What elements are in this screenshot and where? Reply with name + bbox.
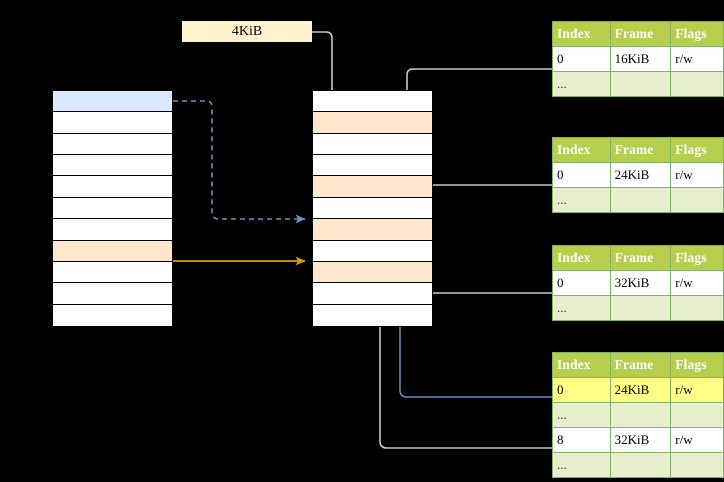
table-cell-flags	[670, 402, 724, 428]
virtual-page-row	[53, 133, 172, 156]
physical-frame-row	[313, 133, 432, 156]
connector-table2-to-frame	[416, 184, 553, 220]
connector-virtual-blue-dashed	[173, 100, 306, 224]
table-cell-frame: 24KiB	[609, 162, 672, 188]
table-cell-flags	[670, 71, 724, 97]
table-cell-flags: r/w	[670, 427, 724, 453]
column-header-frame: Frame	[609, 245, 672, 271]
virtual-page-row	[53, 240, 172, 262]
physical-frame-row	[313, 219, 432, 241]
column-header-index: Index	[552, 137, 611, 163]
column-header-frame: Frame	[609, 352, 672, 378]
physical-frame-row	[313, 304, 432, 326]
table-cell-frame: 24KiB	[609, 377, 672, 403]
physical-memory-column	[312, 90, 433, 327]
physical-frame-row	[313, 261, 432, 284]
virtual-address-space-column	[52, 90, 173, 327]
virtual-page-row	[53, 219, 172, 241]
virtual-page-row	[53, 112, 172, 134]
virtual-page-row	[53, 176, 172, 198]
virtual-page-row	[53, 197, 172, 220]
table-cell-index: 0	[552, 377, 611, 403]
physical-frame-row	[313, 112, 432, 134]
column-header-index: Index	[552, 245, 611, 271]
table-row[interactable]: ...	[552, 187, 724, 213]
table-cell-frame	[609, 295, 672, 321]
virtual-page-row	[53, 155, 172, 177]
table-cell-index: ...	[552, 402, 611, 428]
physical-frame-row	[313, 283, 432, 305]
table-cell-flags: r/w	[670, 377, 724, 403]
table-cell-frame	[609, 402, 672, 428]
physical-frame-row	[313, 155, 432, 177]
column-header-flags: Flags	[670, 137, 724, 163]
table-cell-flags	[670, 187, 724, 213]
table-row[interactable]: ...	[552, 452, 724, 478]
column-header-index: Index	[552, 352, 611, 378]
table-cell-index: 0	[552, 162, 611, 188]
table-cell-index: 0	[552, 46, 611, 72]
physical-frame-row	[313, 240, 432, 262]
table-row[interactable]: ...	[552, 71, 724, 97]
table-cell-flags: r/w	[670, 162, 724, 188]
table-cell-index: 0	[552, 270, 611, 296]
table-cell-flags	[670, 295, 724, 321]
physical-frame-row	[313, 91, 432, 113]
table-row[interactable]: ...	[552, 402, 724, 428]
table-cell-flags: r/w	[670, 270, 724, 296]
table-cell-index: ...	[552, 295, 611, 321]
virtual-page-row	[53, 283, 172, 305]
virtual-page-row	[53, 304, 172, 326]
column-header-frame: Frame	[609, 21, 672, 47]
connector-table3-to-frame	[417, 271, 553, 294]
table-cell-frame	[609, 187, 672, 213]
table-cell-index: ...	[552, 452, 611, 478]
table-cell-frame: 16KiB	[609, 46, 672, 72]
physical-frame-row	[313, 197, 432, 220]
physical-frame-row	[313, 176, 432, 198]
column-header-frame: Frame	[609, 137, 672, 163]
table-cell-frame	[609, 452, 672, 478]
table-cell-frame: 32KiB	[609, 427, 672, 453]
table-cell-frame: 32KiB	[609, 270, 672, 296]
table-cell-index: 8	[552, 427, 611, 453]
virtual-page-row	[53, 261, 172, 284]
table-row[interactable]: ...	[552, 295, 724, 321]
table-cell-flags: r/w	[670, 46, 724, 72]
virtual-page-row	[53, 91, 172, 113]
size-label-4kib: 4KiB	[182, 21, 312, 42]
column-header-flags: Flags	[670, 245, 724, 271]
table-cell-flags	[670, 452, 724, 478]
column-header-flags: Flags	[670, 352, 724, 378]
table-cell-index: ...	[552, 187, 611, 213]
column-header-flags: Flags	[670, 21, 724, 47]
table-cell-index: ...	[552, 71, 611, 97]
column-header-index: Index	[552, 21, 611, 47]
table-cell-frame	[609, 71, 672, 97]
